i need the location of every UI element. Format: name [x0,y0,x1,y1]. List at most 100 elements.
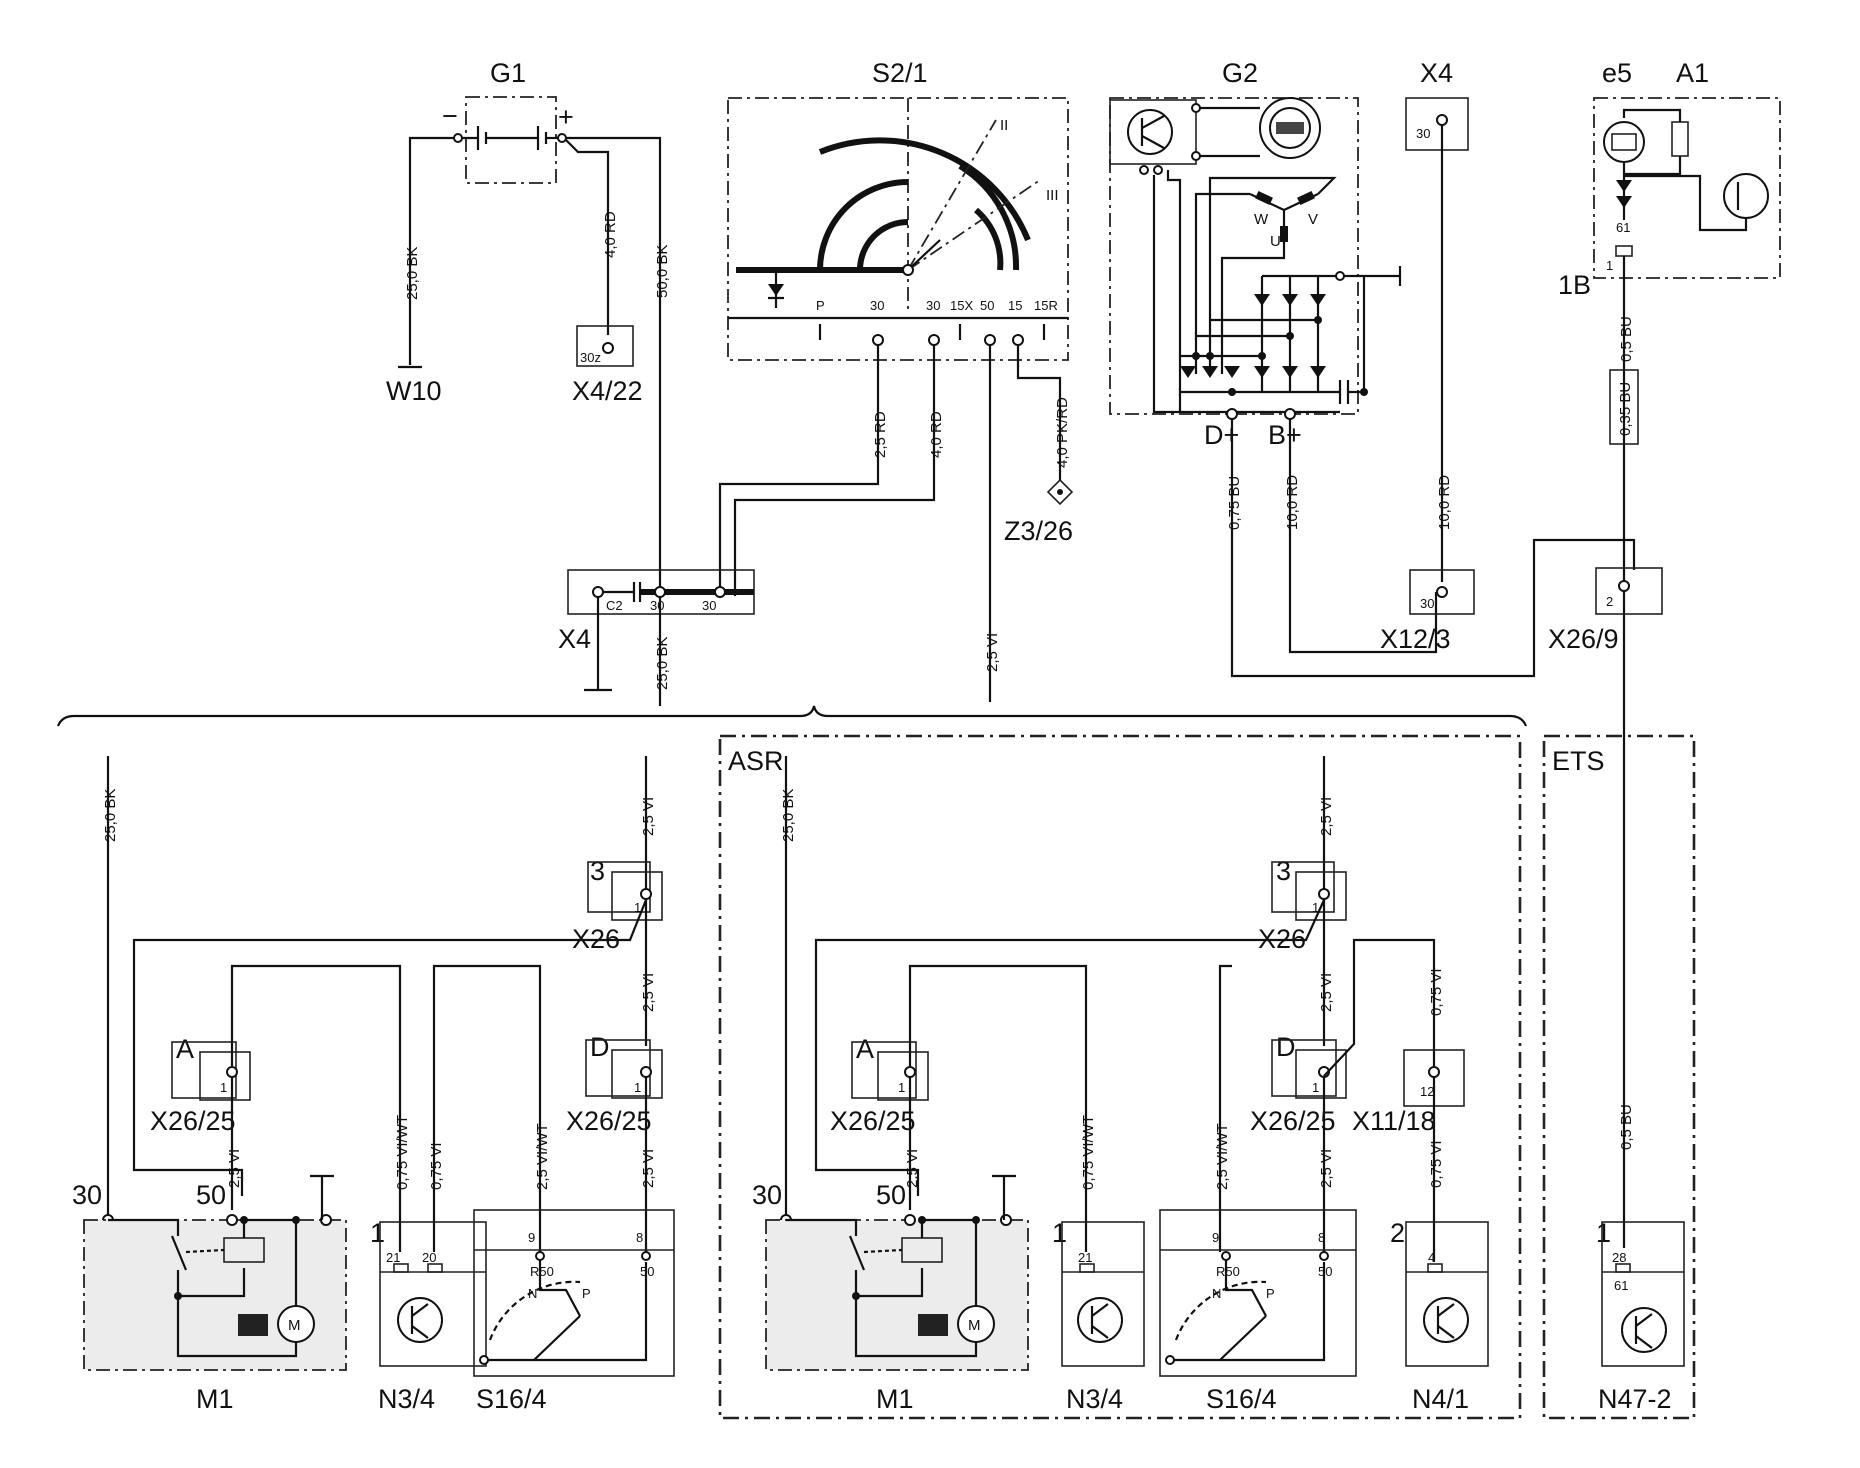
svg-text:II: II [1000,117,1008,134]
label-x4-22: X4/22 [572,376,643,406]
svg-text:P: P [582,1286,591,1301]
label-s2-1: S2/1 [872,58,928,88]
svg-text:25,0 BK: 25,0 BK [102,789,119,842]
svg-text:8: 8 [636,1230,643,1245]
svg-text:2,5 VI: 2,5 VI [640,973,657,1012]
svg-text:W: W [1254,211,1269,228]
s16-4-asr-box [1159,1209,1357,1377]
group-asr: ASR 25,0 BK 2,5 VI 3 1 X26 2,5 VI D 1 X2… [718,734,1522,1420]
svg-text:M: M [968,1317,981,1334]
svg-text:3: 3 [1276,856,1291,886]
transistor-ets-icon [1621,1307,1667,1353]
svg-text:30: 30 [752,1180,782,1210]
svg-text:61: 61 [1616,220,1630,235]
label-w10: W10 [386,376,442,406]
junction-x4: C2 30 30 X4 25,0 BK [558,569,755,706]
group-ets: ETS 0,5 BU 1 28 61 N47-2 [1542,734,1696,1420]
label-r-x26-25d: X26/25 [1250,1106,1336,1136]
svg-text:9: 9 [1212,1230,1219,1245]
label-r-s16-4: S16/4 [1206,1384,1277,1414]
n4-1-box [1405,1221,1489,1367]
g1-plus: + [558,102,574,132]
label-l-m1: M1 [196,1384,234,1414]
alternator-g2: G2 W V U [1109,58,1636,678]
g1-minus: − [442,101,458,131]
svg-text:21: 21 [1078,1250,1092,1265]
svg-text:1: 1 [634,1080,641,1095]
m1-box [83,1219,347,1371]
svg-text:12: 12 [1420,1084,1434,1099]
label-l-x26-25d: X26/25 [566,1106,652,1136]
svg-text:50: 50 [980,298,994,313]
wire-g2-d: 0,75 BU [1226,476,1243,530]
svg-text:30: 30 [72,1180,102,1210]
label-z3-26: Z3/26 [1004,516,1073,546]
svg-text:2,5 VI: 2,5 VI [640,797,657,836]
svg-text:N: N [528,1286,537,1301]
svg-text:15R: 15R [1034,298,1058,313]
wire-x4-bk: 25,0 BK [654,637,671,690]
svg-text:1: 1 [1606,258,1613,273]
label-x4-top: X4 [1420,58,1453,88]
ets-frame [1542,734,1696,1420]
wire-a1-bu: 0,5 BU [1618,316,1635,362]
svg-text:8: 8 [1318,1230,1325,1245]
n47-2-box [1601,1221,1685,1367]
label-l-s16-4: S16/4 [476,1384,547,1414]
svg-text:50: 50 [640,1264,654,1279]
a1-box [1593,97,1781,279]
label-e5: e5 [1602,58,1632,88]
label-n47-2: N47-2 [1598,1384,1672,1414]
wire-g1-neg: 25,0 BK [404,247,421,300]
svg-text:20: 20 [422,1250,436,1265]
transistor-asr-icon [1077,1297,1123,1343]
battery-g1: G1 − + 25,0 BK W10 30z 4,0 RD X4/22 50,0… [386,58,671,596]
svg-text:2: 2 [1606,594,1613,609]
n3-4-asr-box [1061,1221,1145,1367]
svg-text:0,75 VI: 0,75 VI [428,1142,445,1190]
svg-text:2,5 VI: 2,5 VI [640,1149,657,1188]
wire-g2-b: 10,0 RD [1284,475,1301,530]
label-g2: G2 [1222,58,1258,88]
asr-frame [718,734,1522,1420]
x4-22-box [576,325,634,367]
wire-s2-15: 4,0 PK/RD [1054,397,1071,468]
svg-text:V: V [1308,211,1318,228]
svg-text:0,5 BU: 0,5 BU [1618,1104,1635,1150]
s16-4-box [473,1209,675,1377]
svg-text:0,75 VI/WT: 0,75 VI/WT [1080,1115,1097,1190]
svg-text:30: 30 [870,298,884,313]
svg-text:2,5 VI: 2,5 VI [904,1149,921,1188]
svg-text:9: 9 [528,1230,535,1245]
label-b-plus: B+ [1268,420,1302,450]
s2-1-box [727,97,1069,361]
label-a1: A1 [1676,58,1709,88]
rectifier-diodes [1180,276,1368,404]
label-n4-1: N4/1 [1412,1384,1469,1414]
svg-text:4: 4 [1428,1250,1435,1265]
label-x12-3: X12/3 [1380,624,1451,654]
s2-1-pins: P 30 30 15X 50 15 15R [816,298,1058,346]
svg-text:15: 15 [1008,298,1022,313]
svg-text:2,5 VI/WT: 2,5 VI/WT [534,1123,551,1190]
svg-text:50: 50 [876,1180,906,1210]
label-r-x26-25a: X26/25 [830,1106,916,1136]
label-asr: ASR [728,746,784,776]
svg-text:R50: R50 [530,1264,554,1279]
svg-text:D: D [1276,1032,1296,1062]
svg-text:15X: 15X [950,298,973,313]
label-r-m1: M1 [876,1384,914,1414]
svg-text:1: 1 [634,900,641,915]
wire-s2-30a: 2,5 RD [872,411,889,458]
connector-x4-top: X4 30 10,0 RD 30 X12/3 [1380,58,1475,654]
transistor-icon [397,1297,443,1343]
svg-text:C2: C2 [606,598,623,613]
svg-text:2: 2 [1390,1218,1405,1248]
svg-text:P: P [816,298,825,313]
svg-text:0,75 VI: 0,75 VI [1428,968,1445,1016]
wire-s2-50: 2,5 VI [984,633,1001,672]
svg-text:30z: 30z [580,350,601,365]
svg-text:A: A [176,1034,194,1064]
svg-text:1: 1 [220,1080,227,1095]
wire-s2-30b: 4,0 RD [928,411,945,458]
